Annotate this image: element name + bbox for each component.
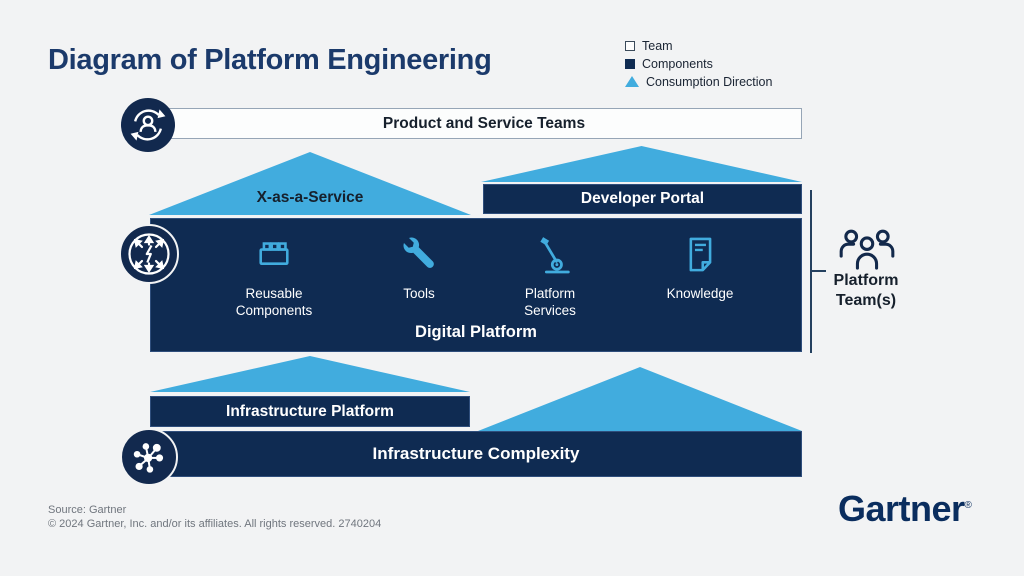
legend-label: Team: [642, 38, 673, 53]
dp-item-platform-services: Platform Services: [480, 233, 620, 319]
components-swatch-icon: [625, 58, 635, 69]
infrastructure-platform-label: Infrastructure Platform: [226, 402, 394, 420]
team-cycle-icon: [121, 98, 175, 152]
dp-item-label: Services: [524, 303, 576, 318]
lever-icon: [540, 237, 570, 274]
dp-item-label: Knowledge: [666, 286, 734, 301]
platform-teams-line2: Team(s): [835, 292, 897, 309]
source-line: Source: Gartner: [48, 504, 127, 516]
legend-item-consumption-direction: Consumption Direction: [625, 74, 772, 89]
copyright-line: © 2024 Gartner, Inc. and/or its affiliat…: [48, 518, 382, 530]
dp-item-label: Reusable: [245, 286, 303, 301]
brick-icon: [259, 242, 289, 265]
wrench-icon: [403, 237, 434, 268]
dp-item-reusable-components: Reusable Components: [204, 233, 344, 319]
platform-teams-bracket: [810, 190, 812, 353]
infrastructure-platform-triangle: [150, 356, 470, 392]
registered-mark: ®: [964, 500, 972, 511]
x-as-a-service-label: X-as-a-Service: [256, 189, 364, 206]
legend: Team Components Consumption Direction: [625, 38, 772, 89]
platform-teams-bracket-tick: [812, 270, 826, 272]
infrastructure-complexity-triangle: [478, 367, 802, 431]
scale-out-arrows-icon: [119, 224, 179, 284]
source-note: Source: Gartner © 2024 Gartner, Inc. and…: [48, 503, 381, 531]
product-and-service-teams-bar: Product and Service Teams: [166, 108, 802, 139]
digital-platform-label: Digital Platform: [415, 323, 537, 341]
dp-item-label: Platform: [524, 286, 576, 301]
page-title: Diagram of Platform Engineering: [48, 44, 492, 76]
developer-portal-triangle: [481, 146, 802, 182]
platform-teams-line1: Platform: [833, 272, 899, 289]
legend-item-components: Components: [625, 56, 772, 71]
legend-label: Components: [642, 56, 713, 71]
infrastructure-complexity-bar: Infrastructure Complexity: [150, 431, 802, 477]
team-people-icon: [839, 229, 895, 270]
network-hub-icon: [120, 428, 178, 486]
digital-platform-box: Reusable Components Tools Platform Servi…: [150, 218, 802, 352]
document-icon: [689, 237, 712, 272]
dp-item-tools: Tools: [349, 233, 489, 302]
gartner-logo: Gartner®: [838, 488, 972, 530]
platform-teams-label: Platform Team(s): [814, 271, 918, 311]
consumption-direction-triangle-icon: [625, 76, 639, 87]
infrastructure-platform-bar: Infrastructure Platform: [150, 396, 470, 427]
dp-item-knowledge: Knowledge: [630, 233, 770, 302]
developer-portal-label: Developer Portal: [580, 190, 705, 207]
legend-label: Consumption Direction: [646, 74, 773, 89]
gartner-wordmark: Gartner: [838, 488, 965, 529]
dp-item-label: Components: [235, 303, 313, 318]
dp-item-label: Tools: [403, 286, 435, 301]
team-swatch-icon: [625, 40, 635, 51]
product-and-service-teams-label: Product and Service Teams: [382, 114, 586, 132]
legend-item-team: Team: [625, 38, 772, 53]
infrastructure-complexity-label: Infrastructure Complexity: [372, 444, 580, 463]
developer-portal-bar: Developer Portal: [483, 184, 802, 214]
